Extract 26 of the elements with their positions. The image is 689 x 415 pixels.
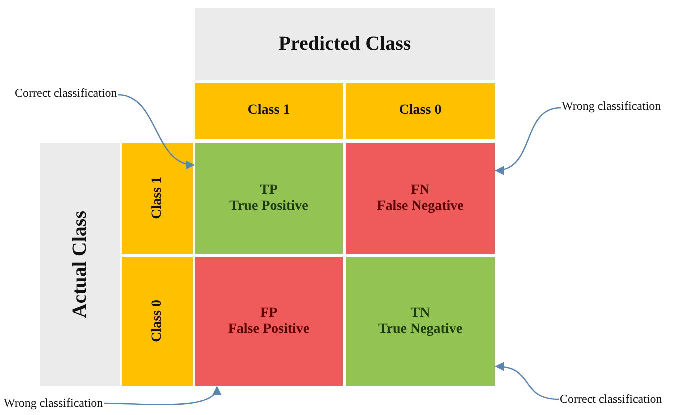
leader-line [495,107,562,174]
cell-abbreviation: FP [260,306,278,322]
header-cell: Actual Class [40,143,120,386]
matrix-cell [346,257,495,386]
cell-abbreviation: TP [260,182,278,198]
leader-line [104,386,220,406]
cell-abbreviation: TN [410,306,430,322]
annotation-text: Correct classification [15,86,118,101]
leader-line [495,362,560,400]
annotation-text: Wrong classification [562,99,662,114]
matrix-cell [346,143,495,254]
cell-label: False Negative [377,198,464,214]
annotation-text: Wrong classification [4,396,104,411]
header-cell: Class 0 [122,257,193,386]
cell-label: False Positive [228,322,310,338]
matrix-cell [195,143,343,254]
header-cell: Predicted Class [195,8,495,80]
matrix-cell [195,257,343,386]
cell-label: True Negative [378,322,463,338]
annotation-text: Correct classification [560,392,662,407]
header-cell: Class 0 [346,83,495,139]
header-cell: Class 1 [122,143,193,254]
cell-abbreviation: FN [411,182,430,198]
cell-label: True Positive [230,198,308,214]
header-cell: Class 1 [195,83,343,139]
leader-line [118,94,195,168]
